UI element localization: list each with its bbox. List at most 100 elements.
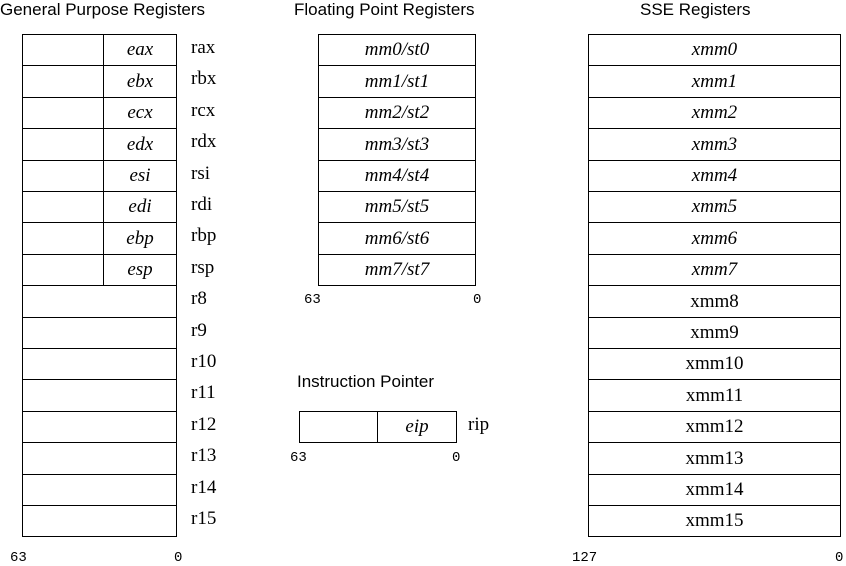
fpr-cell: mm2/st2 [318,97,476,129]
sse-label: xmm3 [691,133,738,155]
gpr-low-label: eax [126,39,154,60]
sse-label: xmm9 [690,322,739,343]
sse-cell: xmm8 [588,285,841,318]
fpr-label: mm3/st3 [364,133,430,155]
gpr-bit-low: 0 [174,550,183,566]
sse-title: SSE Registers [640,0,751,19]
fpr-label: mm7/st7 [364,259,430,280]
gpr-low-cell: edx [103,128,177,161]
fpr-cell: mm1/st1 [318,65,476,98]
gpr-register-name: rsp [191,257,215,278]
gpr-high-cell [22,65,104,98]
sse-cell: xmm15 [588,505,841,537]
fpr-label: mm0/st0 [364,39,430,60]
fpr-cell: mm3/st3 [318,128,476,161]
gpr-high-cell [22,254,104,286]
sse-label: xmm6 [691,227,738,249]
gpr-register-name: r15 [191,508,217,529]
sse-cell: xmm0 [588,34,841,66]
sse-cell: xmm9 [588,317,841,349]
fpr-title: Floating Point Registers [294,0,475,19]
sse-bit-low: 0 [835,550,844,566]
sse-cell: xmm3 [588,128,841,161]
fpr-label: mm6/st6 [364,227,430,249]
gpr-full-cell [22,348,177,380]
sse-cell: xmm5 [588,191,841,223]
sse-label: xmm13 [685,447,744,469]
ip-register-name: rip [468,414,490,435]
gpr-register-name: r9 [191,320,207,341]
gpr-full-cell [22,379,177,412]
gpr-register-name: r8 [191,288,207,309]
gpr-low-cell: ecx [103,97,177,129]
gpr-low-label: esi [129,165,151,186]
fpr-label: mm5/st5 [364,196,430,217]
fpr-label: mm1/st1 [364,70,430,92]
sse-cell: xmm6 [588,222,841,255]
sse-cell: xmm4 [588,160,841,192]
sse-cell: xmm14 [588,474,841,506]
gpr-high-cell [22,191,104,223]
sse-cell: xmm11 [588,379,841,412]
sse-label: xmm11 [685,384,744,406]
sse-label: xmm4 [691,165,738,186]
gpr-full-cell [22,505,177,537]
gpr-register-name: rdi [191,194,213,215]
gpr-register-name: r10 [191,351,217,372]
gpr-register-name: r14 [191,477,217,498]
sse-label: xmm12 [685,416,744,437]
gpr-full-cell [22,285,177,318]
gpr-register-name: r11 [191,382,216,403]
sse-bit-high: 127 [572,550,598,566]
gpr-high-cell [22,222,104,255]
gpr-low-label: edx [126,133,154,155]
gpr-low-cell: esp [103,254,177,286]
ip-low-cell: eip [377,411,457,443]
gpr-register-name: r12 [191,414,217,435]
gpr-register-name: rdx [191,131,217,152]
ip-low-label: eip [405,416,429,437]
gpr-low-label: ecx [127,102,153,123]
sse-label: xmm0 [691,39,738,60]
sse-label: xmm15 [685,510,744,531]
gpr-register-name: rcx [191,100,216,121]
sse-label: xmm14 [685,479,744,500]
sse-cell: xmm10 [588,348,841,380]
sse-label: xmm5 [691,196,738,217]
gpr-low-label: esp [127,259,153,280]
ip-bit-low: 0 [452,450,461,466]
gpr-bit-high: 63 [10,550,27,566]
sse-label: xmm1 [691,70,738,92]
fpr-bit-low: 0 [473,292,482,308]
gpr-low-cell: eax [103,34,177,66]
gpr-low-cell: ebp [103,222,177,255]
gpr-low-cell: esi [103,160,177,192]
gpr-high-cell [22,34,104,66]
sse-label: xmm8 [690,290,739,312]
ip-bit-high: 63 [290,450,307,466]
gpr-full-cell [22,474,177,506]
gpr-low-label: ebp [126,227,154,249]
fpr-cell: mm6/st6 [318,222,476,255]
gpr-title: General Purpose Registers [0,0,206,19]
fpr-label: mm2/st2 [364,102,430,123]
fpr-bit-high: 63 [304,292,321,308]
sse-cell: xmm2 [588,97,841,129]
gpr-register-name: rsi [191,163,210,184]
gpr-full-cell [22,317,177,349]
gpr-low-cell: edi [103,191,177,223]
gpr-low-cell: ebx [103,65,177,98]
sse-label: xmm2 [691,102,738,123]
gpr-register-name: rbp [191,225,217,246]
fpr-cell: mm5/st5 [318,191,476,223]
fpr-label: mm4/st4 [364,165,430,186]
gpr-high-cell [22,97,104,129]
sse-label: xmm10 [685,353,744,374]
sse-label: xmm7 [691,259,738,280]
ip-title: Instruction Pointer [297,372,435,391]
sse-cell: xmm12 [588,411,841,443]
gpr-high-cell [22,128,104,161]
fpr-cell: mm4/st4 [318,160,476,192]
ip-high-cell [299,411,378,443]
gpr-register-name: r13 [191,445,217,466]
